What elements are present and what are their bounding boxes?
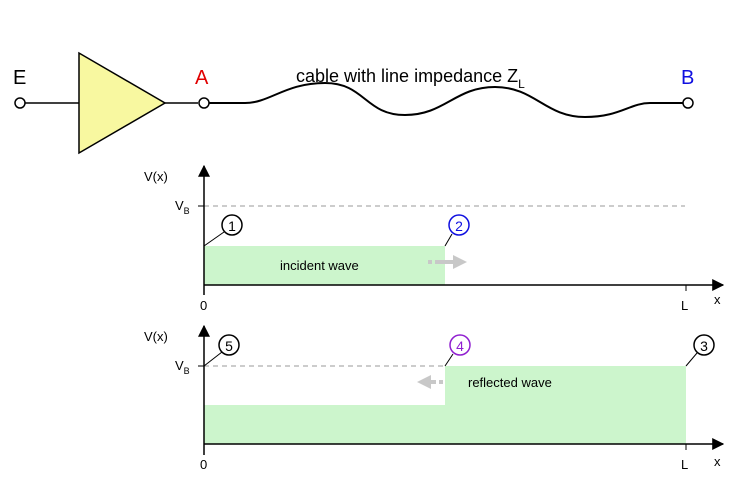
marker-4: 4 [449,334,471,356]
cable-label: cable with line impedance ZL [296,66,525,91]
reflected-wave-region-right [445,366,686,444]
plot1-x-axis-label: x [714,292,721,307]
marker-2-leader [444,233,453,247]
plot1-x-origin: 0 [200,298,207,313]
plot2-x-axis-label: x [714,454,721,469]
marker-1-leader [203,231,225,247]
reflected-direction-arrow [417,375,446,389]
marker-1: 1 [221,214,243,236]
marker-5-leader [203,351,223,367]
input-terminal [14,97,26,109]
incident-wave-region [204,246,445,285]
incident-direction-arrow [428,255,467,269]
driver-triangle [78,51,167,155]
plot1-vb-label: VB [175,198,190,216]
incident-wave-label: incident wave [280,258,359,273]
plot2-x-origin: 0 [200,457,207,472]
node-b-terminal [682,97,694,109]
plot2-vb-label: VB [175,358,190,376]
marker-4-leader [444,353,454,367]
reflected-wave-region-left [204,405,445,444]
node-b-label: B [681,67,694,89]
marker-2: 2 [448,214,470,236]
circuit: E A cable with line impedance ZL B [13,51,694,155]
cable-label-subscript: L [518,77,525,91]
node-a-terminal [198,97,210,109]
plot2-x-end: L [681,457,688,472]
plot1-x-end: L [681,298,688,313]
input-label: E [13,67,26,89]
plot2-y-label: V(x) [144,329,168,344]
svg-text:4: 4 [456,338,464,354]
marker-3-leader [685,352,698,367]
svg-text:5: 5 [225,338,233,354]
marker-5: 5 [218,334,240,356]
plot-reflected: V(x) VB 0 L x reflected wave 5 4 3 [144,324,725,472]
node-a-label: A [195,67,209,89]
plot-incident: V(x) VB 0 L x incident wave 1 2 [144,164,725,313]
reflected-wave-label: reflected wave [468,375,552,390]
svg-text:1: 1 [228,218,236,234]
plot1-y-label: V(x) [144,169,168,184]
cable-wave [209,81,683,119]
svg-text:3: 3 [700,338,708,354]
marker-3: 3 [693,334,715,356]
svg-text:2: 2 [455,218,463,234]
